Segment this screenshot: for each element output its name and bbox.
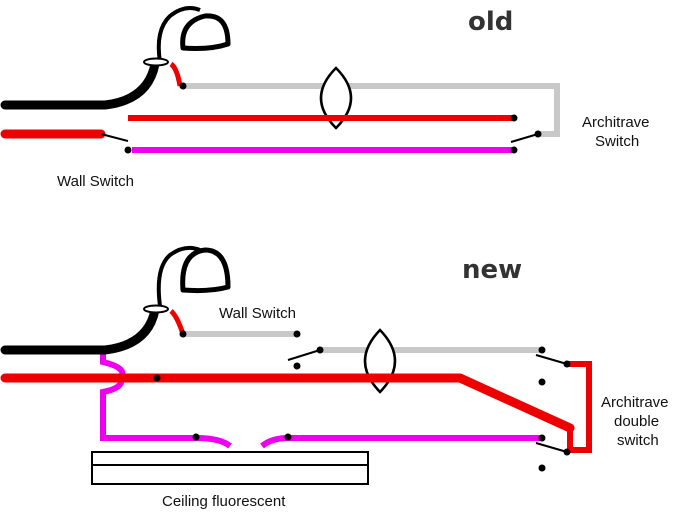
old-lamp-flex bbox=[156, 6, 201, 63]
new-heading: new bbox=[462, 255, 522, 285]
old-wall-switch-label: Wall Switch bbox=[57, 173, 134, 190]
new-arch-contact-4 bbox=[538, 464, 546, 472]
new-arch-lever-lower bbox=[535, 442, 568, 453]
fluorescent-fitting bbox=[91, 451, 369, 485]
old-arch-contact-top bbox=[510, 114, 518, 122]
new-red-loop bbox=[567, 361, 592, 453]
old-arch-switch-lever bbox=[510, 133, 539, 143]
new-wall-switch-lever bbox=[287, 349, 321, 361]
new-architrave-label-line1: Architrave bbox=[601, 394, 669, 411]
old-arch-contact-bottom bbox=[510, 146, 518, 154]
new-arch-contact-3 bbox=[538, 434, 546, 442]
new-rose-terminal bbox=[179, 330, 187, 338]
new-red-supply bbox=[0, 373, 575, 433]
old-wall-switch-lever bbox=[100, 133, 129, 142]
new-architrave-label-line3: switch bbox=[617, 432, 659, 449]
new-supply-junction bbox=[153, 374, 161, 382]
new-fluoro-terminal-left bbox=[192, 433, 200, 441]
old-lamp-shade bbox=[180, 13, 231, 51]
new-section: new Wall Switch bbox=[0, 245, 669, 510]
old-red-drop bbox=[169, 61, 183, 87]
old-ceiling-rose bbox=[143, 57, 169, 67]
new-ceiling-rose bbox=[143, 304, 169, 314]
old-heading: old bbox=[468, 7, 513, 37]
new-arch-lever-upper bbox=[535, 354, 568, 365]
old-section: old Wall Switch Architrave Switch bbox=[0, 6, 650, 190]
new-red-drop bbox=[169, 309, 186, 335]
new-lamp-shade bbox=[180, 247, 231, 294]
new-lamp-flex bbox=[156, 245, 201, 307]
new-arch-contact-1 bbox=[538, 346, 546, 354]
old-architrave-label-line2: Switch bbox=[595, 133, 639, 150]
new-wall-switch-contact-top bbox=[293, 330, 301, 338]
fluorescent-label: Ceiling fluorescent bbox=[162, 493, 286, 510]
new-magenta-wire bbox=[260, 435, 542, 449]
old-black-cable bbox=[0, 59, 160, 110]
old-bulb-icon bbox=[319, 66, 353, 130]
new-bulb-icon bbox=[363, 328, 397, 394]
new-fluoro-terminal-right bbox=[284, 433, 292, 441]
new-architrave-label-line2: double bbox=[614, 413, 659, 430]
new-wall-switch-contact-bottom bbox=[293, 362, 301, 370]
old-wall-switch-contact bbox=[124, 146, 132, 154]
old-grey-wire bbox=[183, 83, 560, 137]
new-black-cable bbox=[0, 305, 160, 355]
old-architrave-label-line1: Architrave bbox=[582, 114, 650, 131]
old-rose-terminal bbox=[179, 82, 187, 90]
new-magenta-loop bbox=[100, 350, 232, 449]
new-wall-switch-label: Wall Switch bbox=[219, 305, 296, 322]
new-arch-contact-2 bbox=[538, 378, 546, 386]
